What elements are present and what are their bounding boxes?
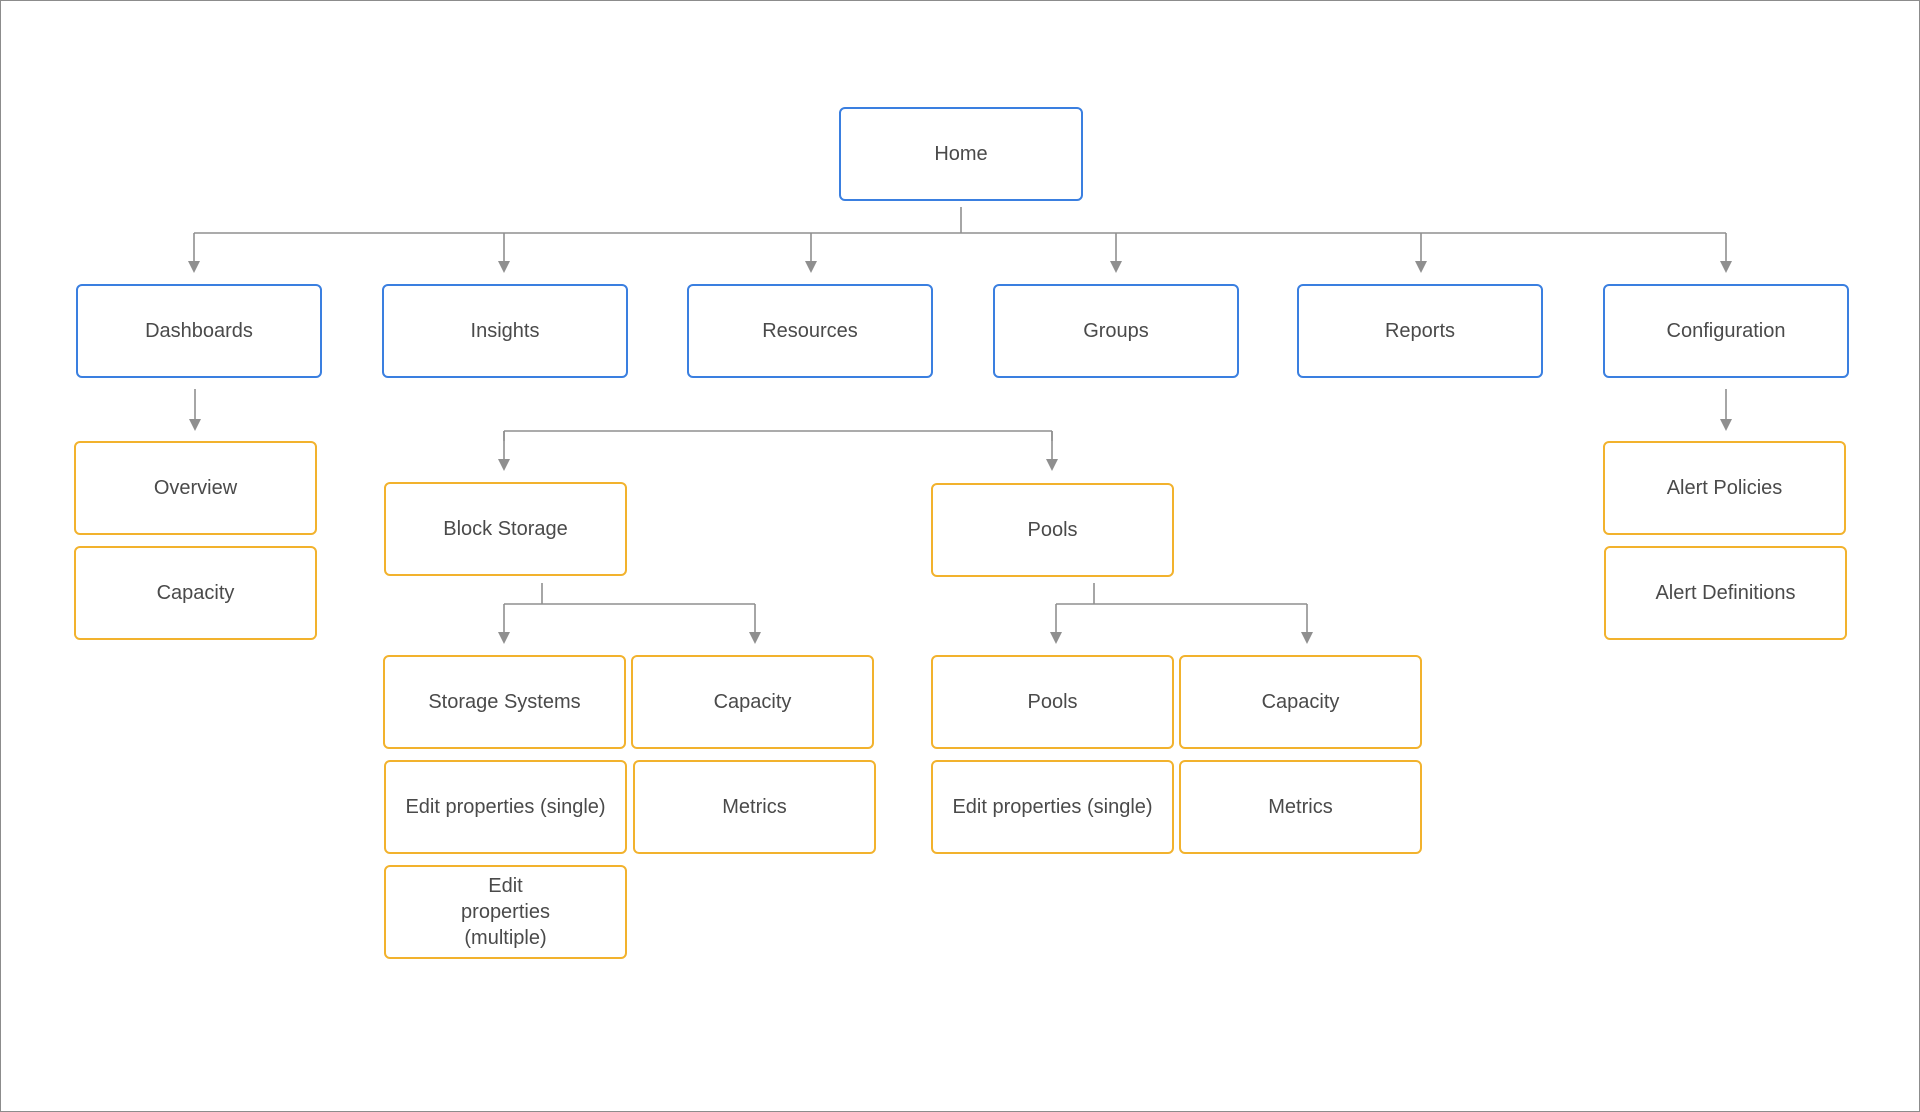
- node-block-capacity[interactable]: Capacity: [631, 655, 874, 749]
- arrowhead: [189, 419, 201, 431]
- arrowhead: [749, 632, 761, 644]
- node-configuration[interactable]: Configuration: [1603, 284, 1849, 378]
- node-home[interactable]: Home: [839, 107, 1083, 201]
- node-reports[interactable]: Reports: [1297, 284, 1543, 378]
- node-pools-pools[interactable]: Pools: [931, 655, 1174, 749]
- arrowhead: [498, 261, 510, 273]
- node-dashboards-capacity[interactable]: Capacity: [74, 546, 317, 640]
- node-dashboards[interactable]: Dashboards: [76, 284, 322, 378]
- arrowhead: [1415, 261, 1427, 273]
- node-overview[interactable]: Overview: [74, 441, 317, 535]
- node-pools-edit-single[interactable]: Edit properties (single): [931, 760, 1174, 854]
- arrowhead: [498, 632, 510, 644]
- node-pools[interactable]: Pools: [931, 483, 1174, 577]
- arrowhead: [805, 261, 817, 273]
- arrowhead: [1046, 459, 1058, 471]
- node-resources[interactable]: Resources: [687, 284, 933, 378]
- arrowhead: [1301, 632, 1313, 644]
- arrowhead: [1720, 261, 1732, 273]
- node-block-metrics[interactable]: Metrics: [633, 760, 876, 854]
- node-block-storage[interactable]: Block Storage: [384, 482, 627, 576]
- node-block-edit-single[interactable]: Edit properties (single): [384, 760, 627, 854]
- node-storage-systems[interactable]: Storage Systems: [383, 655, 626, 749]
- arrowhead: [1110, 261, 1122, 273]
- arrowhead: [498, 459, 510, 471]
- arrowhead: [1720, 419, 1732, 431]
- arrowhead: [188, 261, 200, 273]
- node-block-edit-multiple[interactable]: Edit properties (multiple): [384, 865, 627, 959]
- arrowhead: [1050, 632, 1062, 644]
- node-pools-metrics[interactable]: Metrics: [1179, 760, 1422, 854]
- node-groups[interactable]: Groups: [993, 284, 1239, 378]
- node-alert-definitions[interactable]: Alert Definitions: [1604, 546, 1847, 640]
- node-alert-policies[interactable]: Alert Policies: [1603, 441, 1846, 535]
- node-pools-capacity[interactable]: Capacity: [1179, 655, 1422, 749]
- node-insights[interactable]: Insights: [382, 284, 628, 378]
